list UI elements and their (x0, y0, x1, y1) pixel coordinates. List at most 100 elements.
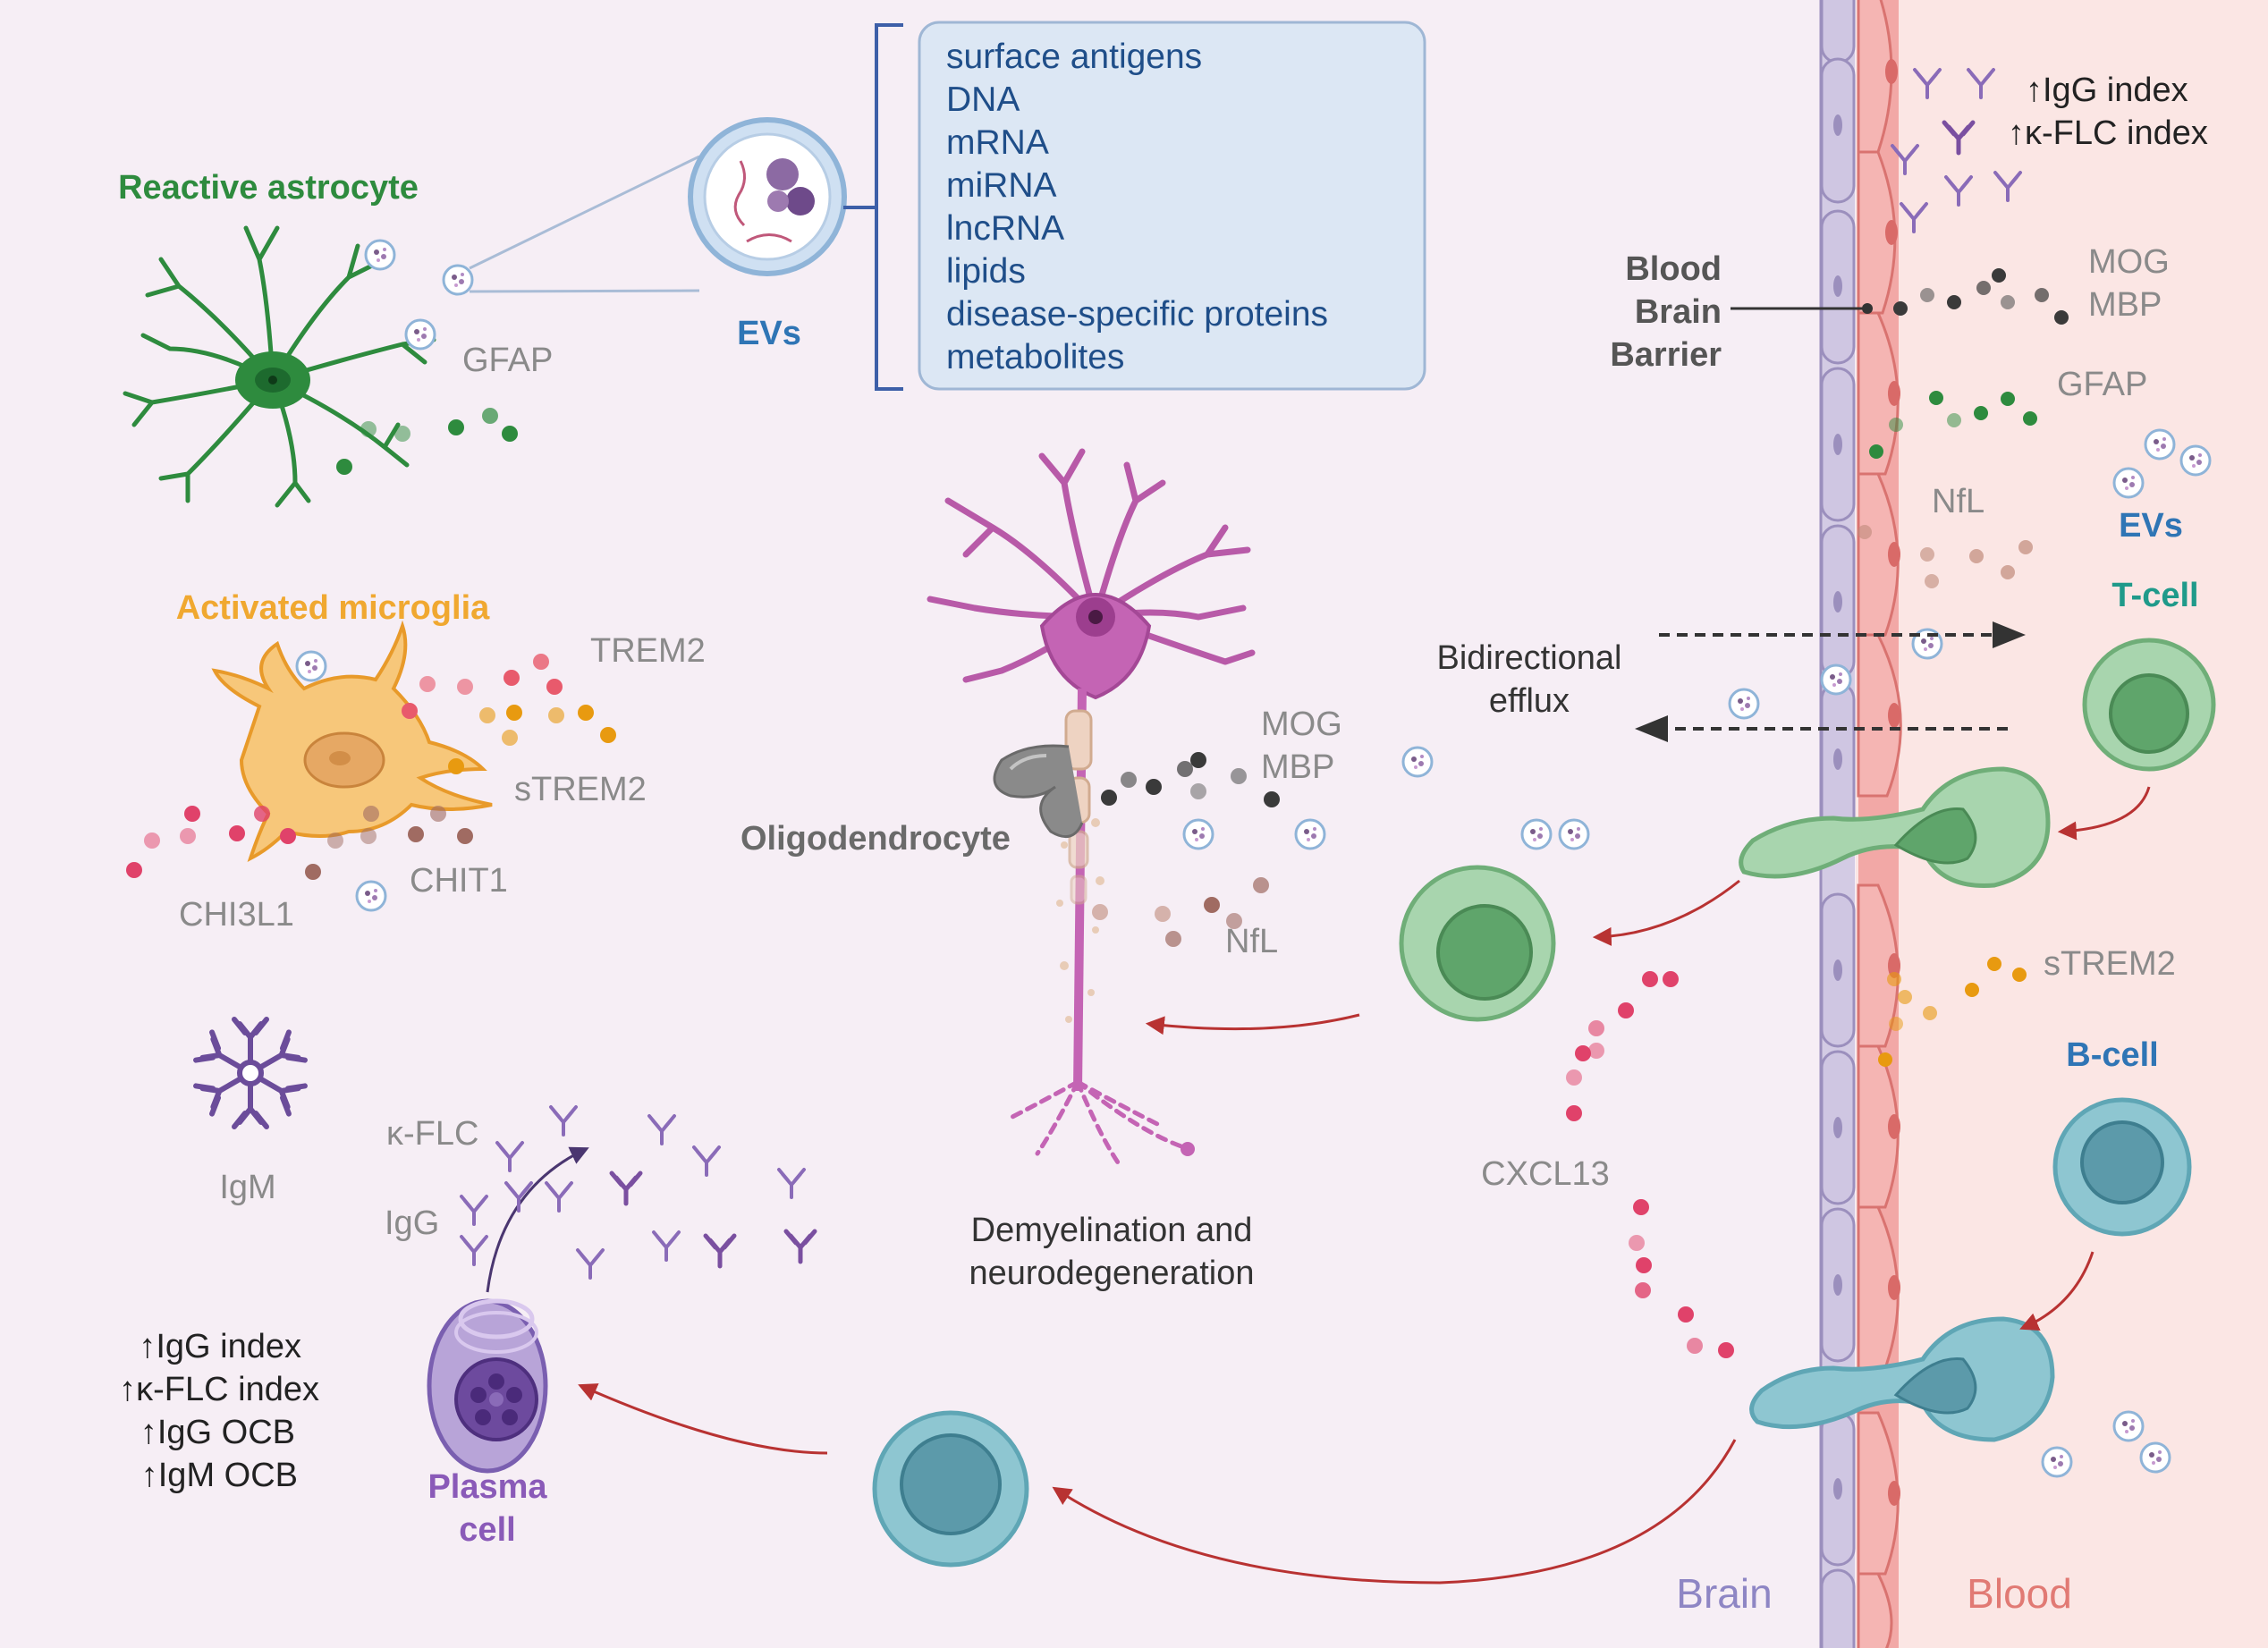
extracellular-vesicle-icon (1182, 818, 1214, 850)
ev-zoom-lines (469, 155, 700, 293)
label-chi3l1: CHI3L1 (179, 896, 294, 934)
label-nfl-center: NfL (1225, 923, 1278, 960)
label-strem2-left: sTREM2 (514, 771, 647, 808)
label-bbb-line3: Barrier (1610, 336, 1722, 374)
label-oligodendrocyte: Oligodendrocyte (740, 820, 1011, 858)
label-bidirectional-line2: efflux (1489, 682, 1570, 720)
label-mbp-center: MBP (1261, 748, 1334, 786)
ev-content-item: DNA (946, 80, 1020, 119)
label-cxcl13: CXCL13 (1481, 1155, 1610, 1193)
label-brain: Brain (1676, 1570, 1772, 1617)
chi3l1-dots (126, 806, 296, 878)
label-reactive-astrocyte: Reactive astrocyte (118, 169, 419, 207)
label-activated-microglia: Activated microglia (176, 589, 490, 627)
gfap-dots-right (1869, 391, 2037, 459)
label-blood: Blood (1967, 1570, 2072, 1617)
blood-brain-barrier (1819, 0, 1902, 1648)
plasma-cell-icon (427, 1298, 548, 1474)
blood-markers-list: ↑IgG index ↑κ-FLC index (2008, 72, 2208, 152)
blood-marker: ↑κ-FLC index (2008, 114, 2208, 152)
label-bidirectional-line1: Bidirectional (1437, 639, 1622, 677)
extracellular-vesicle-icon (295, 650, 327, 682)
extracellular-vesicle-icon (2112, 1410, 2145, 1442)
label-plasma-line1: Plasma (427, 1468, 547, 1506)
label-gfap-left: GFAP (462, 342, 553, 379)
extracellular-vesicle-icon (364, 239, 396, 271)
extracellular-vesicle-icon (2139, 1441, 2171, 1474)
nfl-dots-center (1092, 877, 1269, 947)
csf-marker: ↑IgG index (139, 1328, 301, 1365)
strem2-dots-left (448, 705, 616, 774)
label-trem2: TREM2 (590, 632, 706, 670)
label-evs-right: EVs (2119, 507, 2183, 545)
label-mog-right: MOG (2088, 243, 2170, 281)
extracellular-vesicle-icon (442, 264, 474, 296)
ev-content-item: surface antigens (946, 38, 1202, 76)
trem2-dots (402, 654, 563, 719)
extracellular-vesicle-icon (2179, 444, 2212, 477)
csf-marker: ↑IgM OCB (141, 1457, 298, 1494)
label-plasma-line2: cell (459, 1511, 515, 1549)
oligodendrocyte-icon (993, 744, 1084, 839)
ev-content-item: lncRNA (946, 209, 1064, 248)
label-mog-center: MOG (1261, 706, 1342, 743)
label-demyelination-line1: Demyelination and (971, 1212, 1253, 1249)
label-bbb-line1: Blood (1625, 250, 1722, 288)
label-igm: IgM (219, 1169, 275, 1206)
mog-mbp-dots-right (1893, 268, 2069, 325)
label-igg: IgG (385, 1204, 439, 1242)
bidirectional-efflux-arrows (1659, 633, 2008, 731)
label-demyelination-line2: neurodegeneration (969, 1255, 1254, 1292)
b-cell-blood (2052, 1097, 2192, 1237)
strem2-dots-right (1878, 957, 2027, 1067)
label-evs-center: EVs (737, 315, 801, 352)
extracellular-vesicle-icon (2041, 1446, 2073, 1478)
extracellular-vesicle-icon (404, 318, 436, 351)
extracellular-vesicle-icon (1294, 818, 1326, 850)
blood-marker: ↑IgG index (2026, 72, 2188, 109)
nfl-dots-right (1858, 525, 2033, 588)
label-tcell: T-cell (2111, 577, 2198, 614)
extracellular-vesicle-icon (1728, 688, 1760, 720)
label-nfl-right: NfL (1932, 483, 1984, 520)
ev-content-item: miRNA (946, 166, 1057, 205)
label-bcell: B-cell (2066, 1036, 2158, 1074)
t-cell-migrating (1739, 766, 2051, 888)
b-cell-brain (872, 1410, 1029, 1568)
ev-content-item: mRNA (946, 123, 1049, 162)
neuron-icon (927, 448, 1256, 1165)
igm-pentamer-icon (193, 1017, 308, 1129)
csf-markers-list: ↑IgG index ↑κ-FLC index ↑IgG OCB ↑IgM OC… (119, 1328, 319, 1494)
cell-migration-arrows (578, 786, 2151, 1585)
extracellular-vesicle-icon (1520, 818, 1553, 850)
extracellular-vesicle-icon (1401, 746, 1434, 778)
ev-content-item: metabolites (946, 338, 1124, 376)
ev-zoom-circle (688, 117, 847, 276)
ev-content-item: lipids (946, 252, 1026, 291)
label-kflc: κ-FLC (386, 1115, 478, 1153)
cxcl13-dots (1566, 971, 1734, 1358)
b-cell-migrating (1749, 1316, 2055, 1442)
ev-contents-box (918, 21, 1426, 391)
label-gfap-right: GFAP (2057, 366, 2147, 403)
csf-marker: ↑κ-FLC index (119, 1371, 319, 1408)
extracellular-vesicle-icon (355, 880, 387, 912)
label-bbb-line2: Brain (1635, 293, 1722, 331)
csf-marker: ↑IgG OCB (140, 1414, 295, 1451)
extracellular-vesicle-icon (2144, 428, 2176, 461)
ev-content-item: disease-specific proteins (946, 295, 1328, 334)
chit1-dots (305, 806, 473, 880)
mog-mbp-dots-center (1101, 752, 1280, 807)
extracellular-vesicle-icon (1558, 818, 1590, 850)
extracellular-vesicle-icon (2112, 467, 2145, 499)
t-cell-blood (2082, 638, 2216, 772)
label-mbp-right: MBP (2088, 286, 2162, 324)
label-chit1: CHIT1 (410, 862, 508, 900)
extracellular-vesicle-icon (1820, 663, 1852, 696)
label-strem2-right: sTREM2 (2044, 945, 2176, 983)
ev-contents-bracket (843, 23, 903, 391)
gfap-dots-left (336, 408, 518, 475)
ev-contents-list: surface antigens DNA mRNA miRNA lncRNA l… (946, 38, 1328, 376)
t-cell-brain (1399, 865, 1556, 1022)
